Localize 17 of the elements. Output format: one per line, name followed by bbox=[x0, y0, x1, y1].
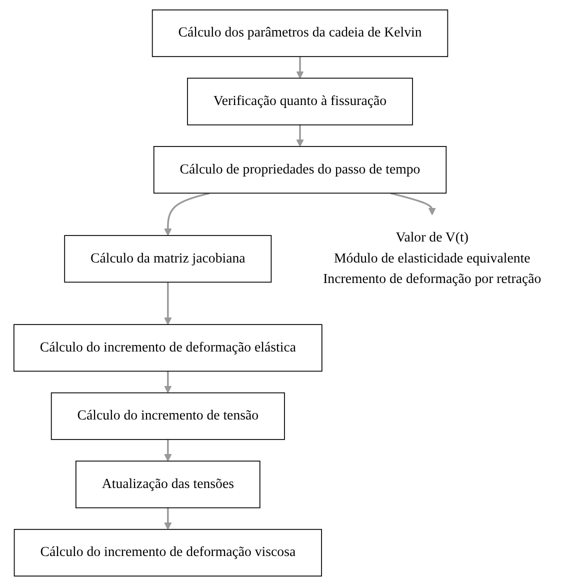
arrow bbox=[164, 507, 172, 530]
arrow bbox=[164, 282, 172, 324]
arrow bbox=[164, 192, 210, 236]
arrow bbox=[296, 56, 304, 78]
arrow bbox=[164, 439, 172, 461]
node-box: Cálculo de propriedades do passo de tempo bbox=[153, 146, 447, 194]
node-box: Verificação quanto à fissuração bbox=[187, 77, 413, 125]
arrow bbox=[296, 124, 304, 146]
node-box: Cálculo dos parâmetros da cadeia de Kelvin bbox=[152, 8, 448, 57]
node-text: Valor de V(t) Módulo de elasticidade equivalente Incremento de deformação por retração bbox=[323, 230, 542, 286]
node-box: Atualização das tensões bbox=[76, 460, 260, 508]
node-box: Cálculo do incremento de tensão bbox=[50, 392, 285, 440]
node-box: Cálculo do incremento de deformação viscosa bbox=[14, 528, 322, 576]
arrow bbox=[390, 192, 436, 215]
node-box: Cálculo da matriz jacobiana bbox=[64, 234, 272, 282]
arrow bbox=[164, 370, 172, 393]
node-box: Cálculo do incremento de deformação elástica bbox=[13, 324, 322, 372]
